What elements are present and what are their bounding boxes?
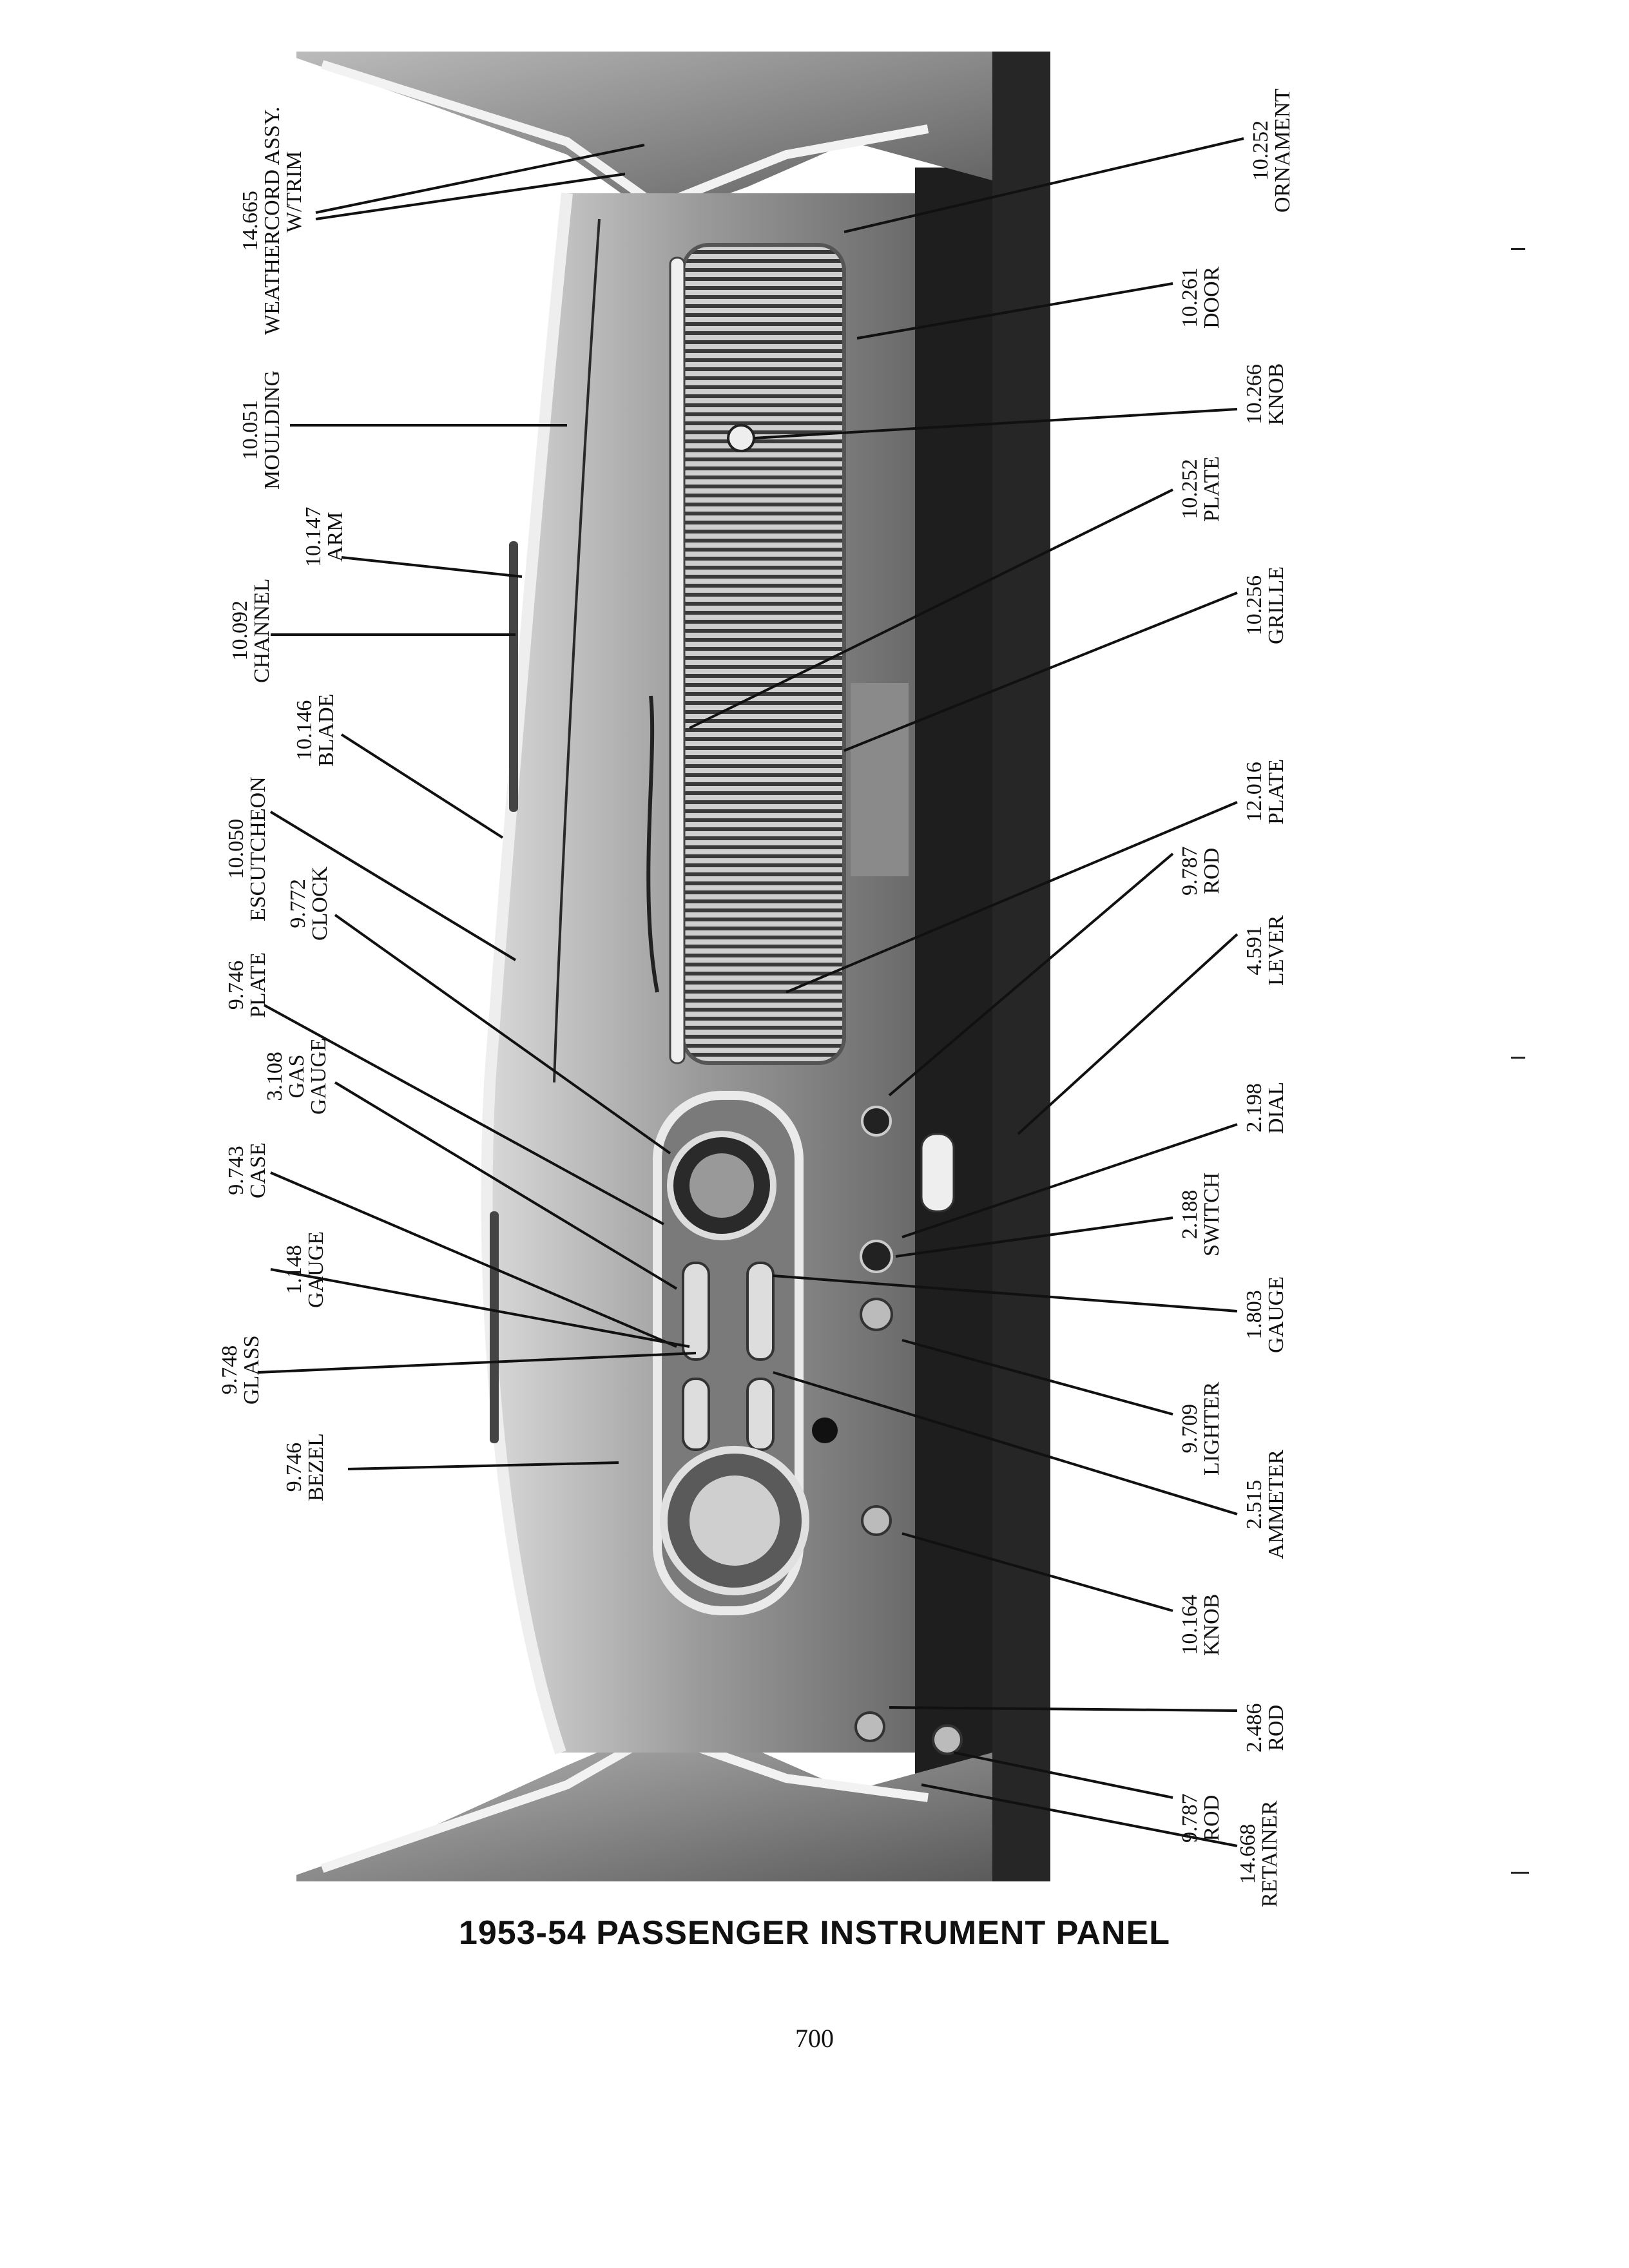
figure-caption: 1953-54 PASSENGER INSTRUMENT PANEL <box>458 1914 1171 1952</box>
instrument-panel-photo <box>296 52 1050 1881</box>
margin-mark <box>1511 1872 1529 1874</box>
margin-mark <box>1511 248 1525 250</box>
page-number: 700 <box>795 2024 834 2053</box>
margin-mark <box>1511 1057 1525 1059</box>
